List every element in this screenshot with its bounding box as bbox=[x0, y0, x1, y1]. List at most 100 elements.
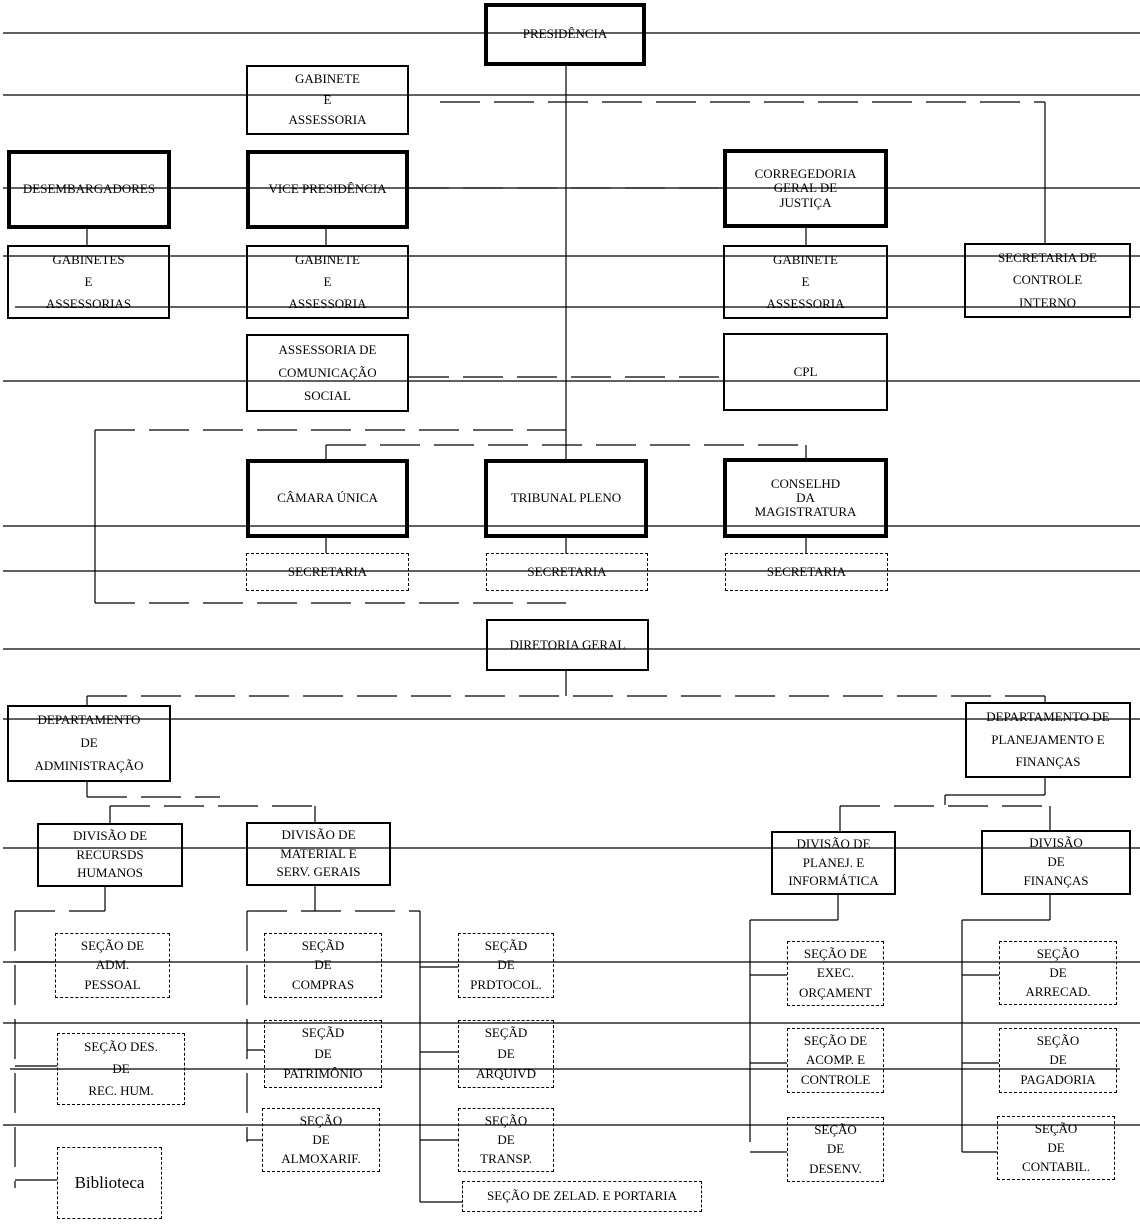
org-unit-pleno: TRIBUNAL PLENO bbox=[484, 459, 648, 538]
unit-label-line: ARQUIVD bbox=[476, 1066, 536, 1082]
unit-label-line: CONTROLE bbox=[1012, 272, 1083, 288]
org-unit-transp: SEÇÃO DE TRANSP. bbox=[458, 1108, 554, 1172]
unit-label-line: ASSESSORIA bbox=[288, 295, 367, 311]
unit-label-line: REC. HUM. bbox=[88, 1082, 154, 1098]
unit-label-line: GABINETE bbox=[773, 251, 838, 267]
unit-label-line: ACOMP. E bbox=[805, 1052, 866, 1068]
unit-label-line: DIVISÃO DE bbox=[281, 827, 356, 843]
unit-label-line: SECRETARIA DE bbox=[998, 250, 1097, 266]
unit-label-line: PLANEJ. E bbox=[802, 854, 865, 870]
unit-label-line: FINANÇAS bbox=[1023, 873, 1089, 889]
unit-label-line: JUSTIÇA bbox=[779, 194, 832, 210]
unit-label-line: DE bbox=[497, 1131, 515, 1147]
unit-label-line: DE bbox=[312, 1131, 330, 1147]
unit-label-line: MATERIAL E bbox=[280, 845, 357, 861]
unit-label-line: DEPARTAMENTO DE bbox=[986, 709, 1110, 725]
unit-label-line: DE bbox=[112, 1060, 130, 1076]
unit-label-line: GABINETE bbox=[295, 251, 360, 267]
unit-label-line: ALMOXARIF. bbox=[281, 1151, 361, 1167]
unit-label-line: ARRECAD. bbox=[1025, 984, 1091, 1000]
unit-label-line: SEÇÃD bbox=[301, 1025, 345, 1041]
unit-label-line: SEÇÃO DE bbox=[803, 945, 868, 961]
unit-label-line: TRANSP. bbox=[480, 1151, 532, 1167]
unit-label-line: SOCIAL bbox=[304, 388, 351, 404]
unit-label-line: ASSESSORIA DE bbox=[278, 341, 377, 357]
unit-label-line: SEÇÃO bbox=[1034, 1120, 1078, 1136]
unit-label-line: PAGADORIA bbox=[1020, 1071, 1096, 1087]
org-unit-div-mat: DIVISÃO DE MATERIAL E SERV. GERAIS bbox=[246, 822, 391, 886]
unit-label-line: SEÇÃO DES. bbox=[84, 1038, 158, 1054]
unit-label-line: DE bbox=[1049, 1052, 1067, 1068]
unit-label-line: SEÇÃD bbox=[484, 1025, 528, 1041]
org-unit-desembargadores: DESEMBARGADORES bbox=[7, 150, 171, 229]
unit-label-line: CPL bbox=[793, 363, 818, 379]
unit-label-line: DE bbox=[826, 1141, 845, 1157]
unit-label-line: DE bbox=[1047, 1139, 1065, 1155]
org-unit-arquivo: SEÇÃD DE ARQUIVD bbox=[458, 1020, 554, 1088]
unit-label-line: VICE PRESIDÊNCIA bbox=[268, 181, 387, 197]
unit-label-line: ADM. bbox=[95, 957, 130, 973]
unit-label-line: SEÇÃD bbox=[301, 937, 345, 953]
unit-label-line: TRIBUNAL PLENO bbox=[510, 490, 622, 506]
unit-label-line: SEÇÃD bbox=[484, 937, 528, 953]
org-unit-presidencia: PRESIDÊNCIA bbox=[484, 3, 646, 66]
org-unit-comunicacao: ASSESSORIA DE COMUNICAÇÃO SOCIAL bbox=[246, 334, 409, 412]
unit-label-line: CONSELHD bbox=[770, 475, 841, 491]
unit-label-line: PESSOAL bbox=[84, 976, 141, 992]
unit-label-line: ADMINISTRAÇÃO bbox=[34, 758, 144, 774]
unit-label-line: ASSESSORIA bbox=[766, 295, 845, 311]
unit-label-line: SEÇÃO bbox=[1036, 945, 1080, 961]
unit-label-line: DE bbox=[314, 1045, 332, 1061]
unit-label-line: FINANÇAS bbox=[1015, 754, 1081, 770]
org-unit-biblioteca: Biblioteca bbox=[57, 1147, 162, 1219]
unit-label-line: E bbox=[323, 273, 332, 289]
unit-label-line: PLANEJAMENTO E bbox=[991, 731, 1105, 747]
unit-label-line: ASSESSORIAS bbox=[45, 295, 132, 311]
unit-label-line: GABINETE bbox=[295, 71, 360, 87]
unit-label-line: DIVISÃO DE bbox=[796, 836, 871, 852]
org-unit-vice: VICE PRESIDÊNCIA bbox=[246, 150, 409, 229]
unit-label-line: CORREGEDORIA bbox=[754, 166, 857, 182]
unit-label-line: SEÇÃO bbox=[814, 1121, 857, 1137]
unit-label-line: ASSESSORIA bbox=[288, 112, 367, 128]
org-unit-gabinete-pres: GABINETE E ASSESSORIA bbox=[246, 65, 409, 135]
unit-label-line: E bbox=[323, 91, 332, 107]
unit-label-line: CÂMARA ÚNICA bbox=[277, 490, 378, 506]
org-unit-sec3: SECRETARIA bbox=[725, 553, 888, 591]
unit-label-line: SEÇÃO bbox=[484, 1112, 528, 1128]
unit-label-line: DESEMBARGADORES bbox=[22, 181, 156, 197]
unit-label-line: INFORMÁTICA bbox=[788, 873, 879, 889]
unit-label-line: SEÇÃO bbox=[299, 1112, 343, 1128]
unit-label-line: DESENV. bbox=[809, 1160, 862, 1176]
unit-label-line: GABINETES bbox=[52, 251, 125, 267]
org-unit-zelad: SEÇÃO DE ZELAD. E PORTARIA bbox=[462, 1181, 702, 1212]
unit-label-line: SERV. GERAIS bbox=[276, 864, 361, 880]
unit-label-line: COMUNICAÇÃO bbox=[278, 364, 377, 380]
unit-label-line: SECRETARIA bbox=[527, 563, 607, 579]
org-unit-cpl: CPL bbox=[723, 333, 888, 411]
unit-label-line: DIVISÃO bbox=[1029, 835, 1083, 851]
unit-label-line: SEÇÃO DE ZELAD. E PORTARIA bbox=[487, 1188, 677, 1204]
org-unit-sec1: SECRETARIA bbox=[246, 553, 409, 591]
unit-label-line: SEÇÃO DE bbox=[803, 1032, 868, 1048]
unit-label-line: DA bbox=[796, 489, 815, 505]
unit-label-line: DE bbox=[497, 1045, 515, 1061]
org-unit-geral: DIRETORIA GERAL bbox=[486, 619, 649, 671]
unit-label-line: MAGISTRATURA bbox=[754, 504, 857, 520]
org-unit-div-plan: DIVISÃO DE PLANEJ. E INFORMÁTICA bbox=[771, 831, 896, 895]
org-unit-almoxarif: SEÇÃO DE ALMOXARIF. bbox=[262, 1108, 380, 1172]
unit-label-line: DE bbox=[1047, 854, 1065, 870]
